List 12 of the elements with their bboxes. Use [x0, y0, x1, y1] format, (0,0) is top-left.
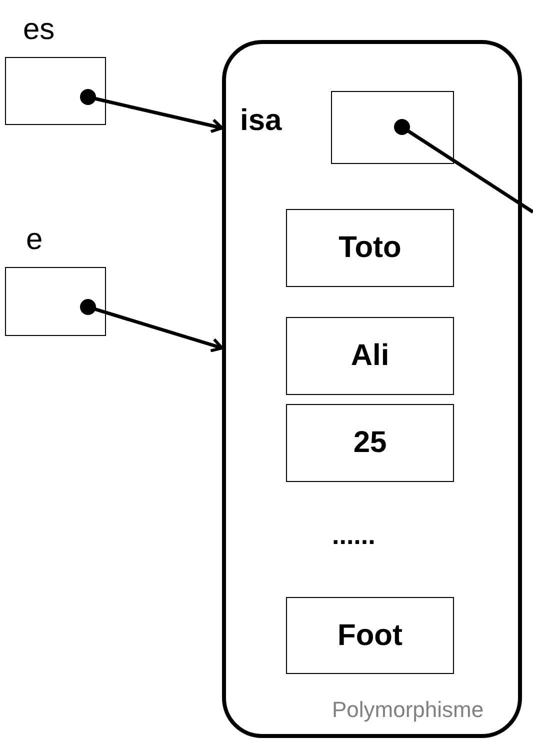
field-box: 25	[286, 404, 454, 482]
variable-name: e	[26, 223, 43, 257]
field-box: Toto	[286, 209, 454, 287]
field-box: Foot	[286, 597, 454, 674]
ellipsis-text: ......	[332, 520, 376, 551]
variable-name: isa	[240, 104, 282, 138]
field-box: Ali	[286, 317, 454, 395]
pointer-arrow	[80, 89, 224, 134]
pointer-arrow	[80, 299, 224, 352]
object-box	[222, 40, 522, 738]
variable-name: es	[23, 13, 55, 47]
footer-text: Polymorphisme	[332, 697, 484, 723]
